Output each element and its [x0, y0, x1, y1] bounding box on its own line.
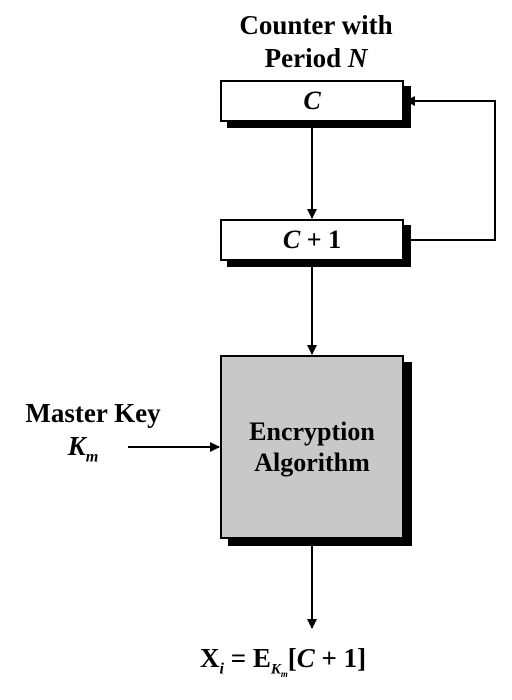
encryption-line1: Encryption: [249, 416, 375, 446]
master-key-label: Master Key Km: [8, 400, 178, 465]
counter-box-c: C: [220, 80, 404, 122]
counter-box-c-plus-1: C + 1: [220, 219, 404, 261]
output-formula: Xi = EKm[C + 1]: [200, 643, 367, 680]
counter-title-line1: Counter with: [239, 10, 393, 40]
master-key-symbol: Km: [67, 431, 99, 466]
feedback-arrow: [405, 96, 496, 241]
master-key-line1: Master Key: [25, 398, 161, 428]
encryption-line2: Algorithm: [254, 448, 370, 477]
encryption-algorithm-box: Encryption Algorithm: [220, 355, 404, 539]
box-c-label: C: [303, 86, 321, 115]
counter-title: Counter with Period N: [196, 12, 436, 72]
box-c1-label: C + 1: [282, 225, 342, 254]
counter-title-line2: Period N: [264, 43, 368, 73]
